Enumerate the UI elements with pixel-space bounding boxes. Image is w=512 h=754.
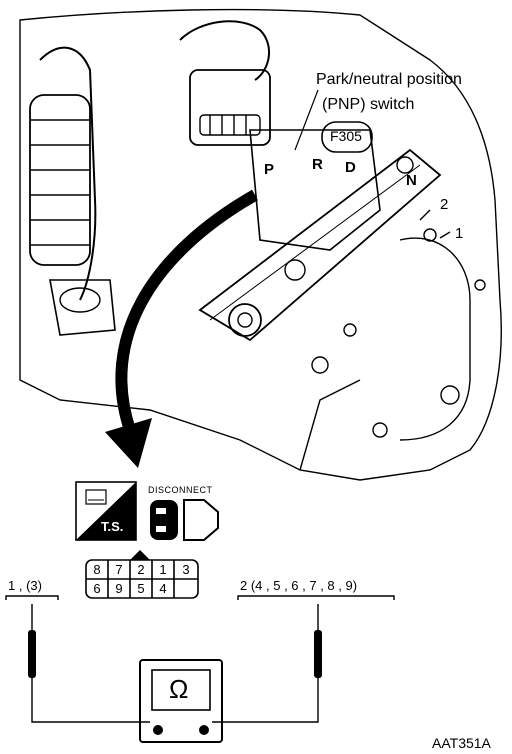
control-cable — [39, 46, 97, 301]
ts-label: T.S. — [101, 519, 124, 534]
pnp-label-line2: (PNP) switch — [322, 96, 415, 113]
pin-7: 7 — [115, 562, 123, 577]
figure-code: AAT351A — [432, 735, 491, 751]
connector-face — [85, 559, 199, 599]
pin-3: 3 — [182, 562, 190, 577]
position-n: N — [406, 172, 417, 189]
disconnect-label: DISCONNECT — [148, 485, 213, 495]
right-terminal-bracket — [237, 595, 395, 600]
callout-1: 1 — [455, 225, 464, 242]
detail-arrow — [115, 189, 258, 432]
position-r: R — [312, 156, 323, 173]
pin-9: 9 — [115, 581, 123, 596]
leader-1 — [439, 231, 451, 239]
detail-arrowhead — [105, 418, 152, 468]
callout-2: 2 — [440, 196, 449, 213]
pin-8: 8 — [93, 562, 101, 577]
right-probe — [314, 630, 322, 678]
ohmmeter — [139, 659, 223, 743]
right-probe-wire — [212, 604, 319, 723]
pnp-switch-body — [249, 129, 381, 251]
right-terminal-label: 2 (4 , 5 , 6 , 7 , 8 , 9) — [240, 578, 358, 593]
pin-2: 2 — [137, 562, 145, 577]
meter-jack-left — [153, 725, 163, 735]
disconnect-icon — [150, 499, 219, 541]
left-probe — [28, 630, 36, 678]
connector-code-badge — [321, 121, 373, 153]
left-terminal-bracket — [5, 595, 59, 600]
meter-jack-right — [199, 725, 209, 735]
pnp-leader-line — [294, 89, 319, 151]
position-p: P — [264, 161, 275, 178]
ohm-symbol: Ω — [169, 674, 189, 704]
pin-5: 5 — [137, 581, 145, 596]
position-d: D — [345, 159, 356, 176]
transmission-housing — [19, 8, 502, 481]
cable-end — [49, 279, 116, 336]
cable-boot — [29, 94, 91, 266]
pnp-label-line1: Park/neutral position — [316, 71, 462, 88]
left-probe-wire — [31, 604, 150, 723]
left-terminal-label: 1 , (3) — [8, 578, 42, 593]
harness-connector — [189, 69, 271, 146]
connector-code: F305 — [330, 128, 362, 144]
pin-4: 4 — [159, 581, 167, 596]
pin-1: 1 — [159, 562, 167, 577]
pin-6: 6 — [93, 581, 101, 596]
leader-2 — [419, 209, 431, 221]
manual-lever — [198, 148, 442, 342]
lever-bolt — [228, 303, 262, 337]
wire-harness — [179, 20, 271, 81]
connector-latch — [130, 550, 150, 560]
ts-icon — [75, 481, 137, 541]
